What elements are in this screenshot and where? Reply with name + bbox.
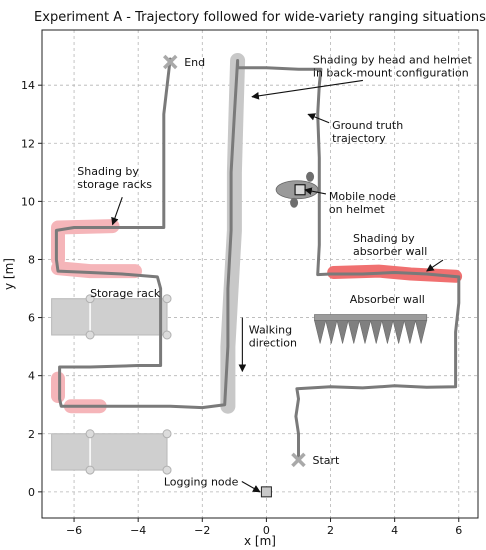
rack-post [162, 330, 172, 340]
annotation-arrow [241, 480, 261, 493]
annotation-line: Shading by head and helmet [313, 53, 473, 66]
annotation-line: Absorber wall [350, 293, 425, 306]
mobile-node-marker [294, 184, 306, 196]
annotation-wall: Absorber wall [350, 293, 425, 306]
annotation-line: on helmet [329, 203, 385, 216]
absorber-spike [370, 320, 383, 344]
rack-post [85, 465, 95, 475]
annotation-line: Mobile node [329, 190, 396, 203]
annotation-line: Walking [249, 324, 292, 337]
x-tick-label: 4 [391, 524, 398, 537]
start-marker [291, 452, 306, 468]
y-tick-label: 6 [28, 312, 35, 325]
absorber-spike [325, 320, 338, 344]
absorber-spike [415, 320, 428, 344]
x-tick-label: −4 [130, 524, 146, 537]
storage-racks [51, 294, 172, 475]
absorber-wall [314, 314, 428, 344]
annotation-line: Logging node [164, 475, 239, 488]
absorber-spike [314, 320, 327, 344]
annotation-line: in back-mount configuration [313, 66, 469, 79]
x-tick-label: −2 [194, 524, 210, 537]
annotation-arrow [251, 79, 363, 100]
annotation-arrow [426, 259, 444, 272]
annotation-arrow [111, 197, 123, 226]
plot-frame [41, 29, 479, 519]
absorber-wall-base [314, 314, 428, 321]
rack-post [162, 429, 172, 439]
y-tick-label: 8 [28, 253, 35, 266]
annotation-arrow [307, 113, 330, 124]
annotation-line: trajectory [332, 132, 386, 145]
ground-truth-trajectory [54, 57, 461, 462]
annotation-line: Ground truth [332, 119, 403, 132]
annotation-log: Logging node [164, 475, 239, 488]
absorber-spike [403, 320, 416, 344]
rack-post [85, 294, 95, 304]
storage-rack [51, 298, 168, 336]
rack-post [162, 465, 172, 475]
start-label: Start [312, 454, 340, 467]
absorber-spike [359, 320, 371, 344]
annotation-line: direction [249, 337, 297, 350]
absorber-spike [347, 320, 360, 344]
annotation-line: Shading by [77, 165, 139, 178]
y-tick-label: 10 [21, 195, 35, 208]
annotation-line: storage racks [77, 178, 152, 191]
annotation-line: absorber wall [353, 245, 427, 258]
trajectory-group [54, 57, 461, 462]
y-tick-label: 4 [28, 370, 35, 383]
rack-post [85, 429, 95, 439]
annotation-line: Storage rack [90, 287, 161, 300]
end-label: End [184, 56, 205, 69]
ear-icon [290, 197, 299, 208]
absorber-spike [336, 320, 349, 344]
x-tick-label: 0 [263, 524, 270, 537]
logging-node-marker [260, 486, 272, 498]
rack-post [85, 330, 95, 340]
x-tick-label: 6 [455, 524, 462, 537]
figure-title: Experiment A - Trajectory followed for w… [34, 10, 486, 25]
storage-rack [51, 433, 168, 471]
y-tick-label: 12 [21, 137, 35, 150]
x-tick-label: −6 [66, 524, 82, 537]
axis-ticks: −6 −4 −2 0 2 4 6 0 2 4 6 8 10 12 14 [21, 79, 462, 537]
annotation-rack: Storage rack [90, 287, 161, 300]
y-tick-label: 14 [21, 79, 35, 92]
annotation-line: Shading by [353, 232, 415, 245]
y-tick-label: 2 [28, 428, 35, 441]
x-tick-label: 2 [327, 524, 334, 537]
end-marker [162, 54, 178, 70]
ear-icon [306, 171, 315, 182]
absorber-spike [381, 320, 394, 344]
y-tick-label: 0 [28, 486, 35, 499]
rack-post [162, 294, 172, 304]
y-axis-label: y [m] [2, 258, 16, 290]
x-axis-label: x [m] [244, 534, 276, 548]
absorber-spike [392, 320, 405, 344]
annotation-arrow [304, 187, 327, 195]
